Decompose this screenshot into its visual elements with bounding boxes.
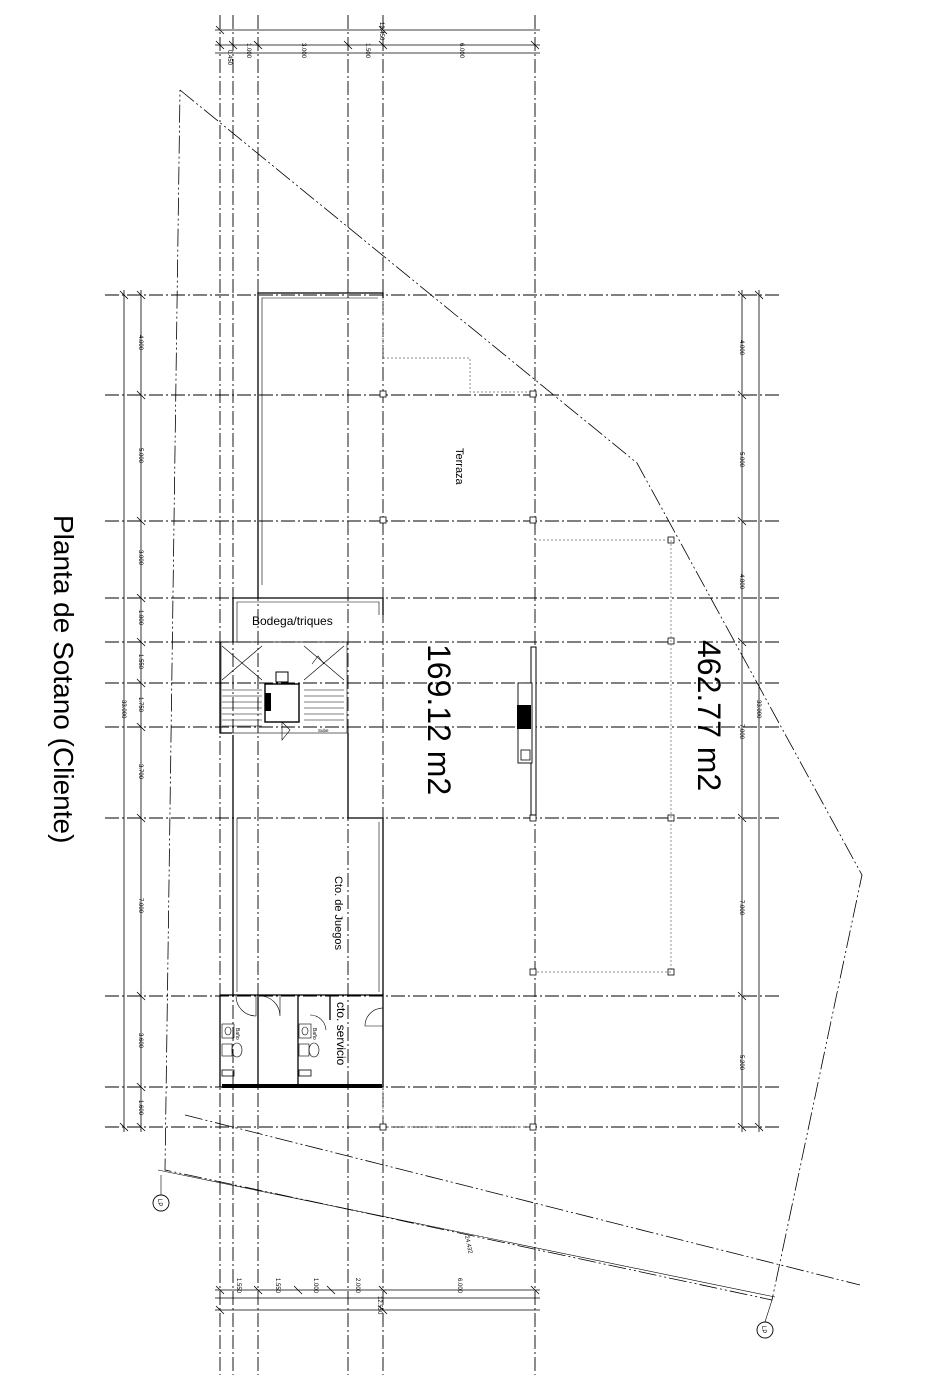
lp-marker-1-label: LP [156,1199,162,1206]
property-boundary: 24.432 [157,89,863,1301]
room-label-terraza: Terraza [453,448,465,486]
dim-right-5: 7.000 [738,900,744,916]
dim-right-total: 33.000 [755,700,761,719]
lp-marker-1: LP [152,1175,170,1212]
right-dimension-string: 4.000 5.000 4.800 7.000 7.000 5.200 33.0… [737,290,764,1132]
dim-left-3: 3.000 [137,550,143,566]
dim-left-5: 1.550 [137,654,143,670]
total-area-label: 462.77 m2 [691,640,727,791]
dim-left-total: 33.000 [120,700,126,719]
covered-terrace-outline [535,539,672,973]
dim-right-6: 5.200 [738,1055,744,1071]
dim-bottom-3: 1.000 [312,1278,318,1294]
dim-left-2: 5.000 [137,448,143,464]
bottom-dimension-string: 1.550 1.550 1.000 2.000 6.000 12.550 [215,1278,540,1315]
dim-top-1: 0.450 [226,50,232,66]
dim-bottom-2: 1.550 [274,1278,280,1294]
dim-left-4: 1.800 [137,610,143,626]
dim-right-4: 7.000 [738,724,744,740]
dim-left-1: 4.000 [137,335,143,351]
page-title: Planta de Sotano (Cliente) [48,515,79,843]
dim-bottom-1: 1.550 [235,1278,241,1294]
horizontal-axis-lines [105,294,780,1128]
dim-left-9: 3.600 [137,1033,143,1049]
dim-left-8: 7.000 [137,898,143,914]
dim-left-10: 1.600 [137,1100,143,1116]
top-dimension-string: 0.450 1.000 3.000 1.500 6.000 12.450 [215,22,540,66]
interior-area-label: 169.12 m2 [421,644,457,795]
dim-left-7: 3.700 [137,764,143,780]
room-label-servicio: cto. servicio [334,1002,348,1066]
left-dimension-string: 4.000 5.000 3.000 1.800 1.550 1.750 3.70… [119,290,146,1132]
dim-top-total: 12.450 [378,22,384,41]
dim-right-1: 4.000 [738,340,744,356]
dim-bottom-4: 2.000 [354,1278,360,1294]
dim-right-2: 5.000 [738,452,744,468]
dim-top-5: 6.000 [458,43,464,59]
dim-top-4: 1.500 [364,43,370,59]
doors [235,995,384,1031]
dim-bottom-5: 6.000 [456,1278,462,1294]
bathroom-fixtures [221,1023,320,1077]
dim-left-6: 1.750 [137,697,143,713]
lp-marker-2-label: LP [760,1326,766,1333]
dim-top-2: 1.000 [245,43,251,59]
walls [219,292,535,1128]
dim-bottom-total: 12.550 [376,1296,382,1315]
bar-counter [517,646,537,816]
stairs-up-label: Sube [318,728,329,733]
room-label-bano-1: Baño [234,1028,240,1040]
room-label-bodega: Bodega/triques [252,614,333,628]
dim-right-3: 4.800 [738,574,744,590]
room-label-juegos: Cto. de Juegos [332,876,344,950]
lp-marker-2: LP [756,1299,774,1339]
vertical-axis-lines [219,15,536,1375]
diagonal-dimension: 24.432 [463,1235,473,1255]
dim-top-3: 3.000 [300,43,306,59]
stairs: Sube [221,645,345,741]
room-label-bano-2: Baño [311,1028,317,1040]
